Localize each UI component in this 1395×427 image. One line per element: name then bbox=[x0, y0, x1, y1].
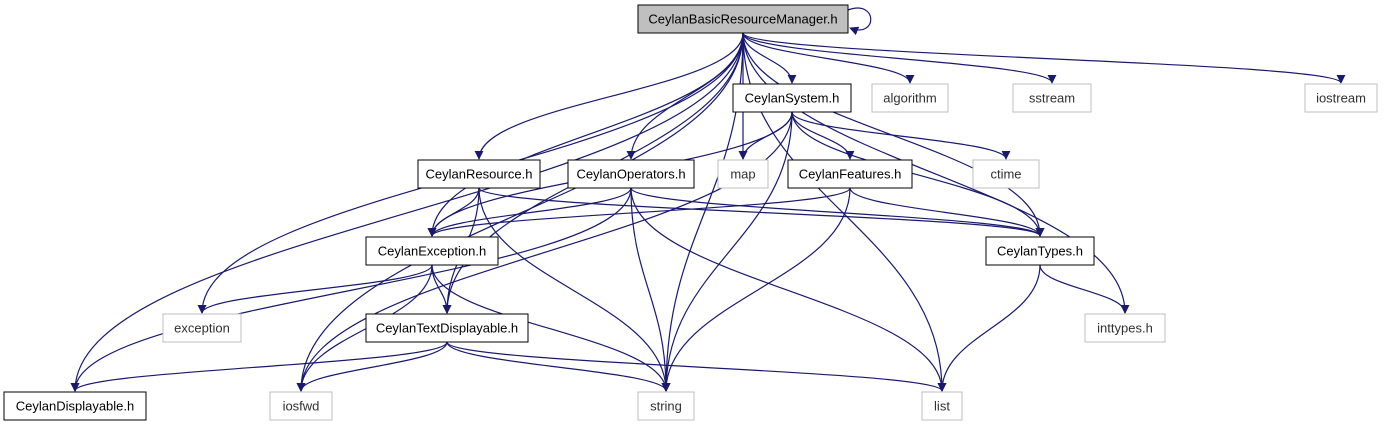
svg-text:list: list bbox=[934, 399, 950, 414]
edge-exception_h-to-exception bbox=[197, 264, 433, 314]
node-resource[interactable]: CeylanResource.h bbox=[417, 159, 541, 189]
edge-operators-to-types bbox=[630, 187, 1045, 237]
node-operators[interactable]: CeylanOperators.h bbox=[567, 159, 695, 189]
edge-system-to-features bbox=[791, 111, 855, 160]
edge-textdisplayable-to-iosfwd bbox=[296, 341, 448, 392]
svg-text:exception: exception bbox=[174, 321, 230, 336]
edge-operators-to-exception_h bbox=[427, 187, 632, 237]
svg-text:CeylanOperators.h: CeylanOperators.h bbox=[576, 167, 685, 182]
svg-text:ctime: ctime bbox=[990, 167, 1021, 182]
node-features[interactable]: CeylanFeatures.h bbox=[787, 159, 913, 189]
node-sstream: sstream bbox=[1012, 83, 1092, 113]
edge-textdisplayable-to-displayable bbox=[70, 341, 448, 392]
edge-textdisplayable-to-list bbox=[446, 341, 947, 392]
edge-exception_h-to-string bbox=[431, 264, 671, 392]
svg-text:CeylanTypes.h: CeylanTypes.h bbox=[997, 244, 1083, 259]
edge-features-to-string bbox=[661, 187, 851, 392]
edge-root-to-iosfwd bbox=[296, 32, 744, 392]
edge-features-to-exception_h bbox=[427, 187, 851, 237]
edge-root-to-inttypes bbox=[742, 32, 1130, 314]
edge-operators-to-list bbox=[630, 187, 947, 392]
node-iosfwd: iosfwd bbox=[269, 391, 333, 421]
svg-text:CeylanSystem.h: CeylanSystem.h bbox=[745, 91, 840, 106]
edge-root-to-iostream bbox=[742, 32, 1346, 84]
edge-root-to-system bbox=[742, 32, 797, 84]
edge-features-to-types bbox=[849, 187, 1045, 237]
svg-text:string: string bbox=[650, 399, 682, 414]
node-inttypes: inttypes.h bbox=[1084, 313, 1166, 343]
edge-system-to-types bbox=[791, 111, 1045, 237]
edge-root-to-exception_h bbox=[427, 32, 744, 237]
node-map: map bbox=[717, 159, 769, 189]
node-system[interactable]: CeylanSystem.h bbox=[732, 83, 852, 113]
node-iostream: iostream bbox=[1304, 83, 1378, 113]
edge-root-to-string bbox=[661, 32, 744, 392]
edge-layer bbox=[70, 7, 1346, 392]
svg-text:CeylanBasicResourceManager.h: CeylanBasicResourceManager.h bbox=[648, 12, 837, 27]
node-root[interactable]: CeylanBasicResourceManager.h bbox=[637, 4, 849, 34]
edge-root-to-algorithm bbox=[742, 32, 915, 84]
node-exception: exception bbox=[162, 313, 242, 343]
svg-text:inttypes.h: inttypes.h bbox=[1097, 321, 1153, 336]
edge-root-to-operators bbox=[626, 32, 744, 160]
edge-resource-to-string bbox=[478, 187, 671, 392]
edge-root-to-sstream bbox=[742, 32, 1057, 84]
node-exception-h[interactable]: CeylanException.h bbox=[365, 236, 499, 266]
edge-system-to-string bbox=[661, 111, 793, 392]
node-textdisplayable[interactable]: CeylanTextDisplayable.h bbox=[365, 313, 529, 343]
svg-text:map: map bbox=[730, 167, 755, 182]
node-algorithm: algorithm bbox=[871, 83, 949, 113]
edge-operators-to-string bbox=[630, 187, 671, 392]
svg-text:iosfwd: iosfwd bbox=[283, 399, 320, 414]
edge-root-to-displayable bbox=[70, 32, 744, 392]
svg-text:iostream: iostream bbox=[1316, 91, 1366, 106]
node-types[interactable]: CeylanTypes.h bbox=[985, 236, 1095, 266]
svg-text:CeylanFeatures.h: CeylanFeatures.h bbox=[799, 167, 902, 182]
svg-text:CeylanException.h: CeylanException.h bbox=[378, 244, 486, 259]
svg-text:CeylanDisplayable.h: CeylanDisplayable.h bbox=[16, 399, 135, 414]
node-displayable[interactable]: CeylanDisplayable.h bbox=[3, 391, 147, 421]
edge-textdisplayable-to-string bbox=[446, 341, 671, 392]
svg-text:sstream: sstream bbox=[1029, 91, 1075, 106]
node-layer: CeylanBasicResourceManager.h CeylanSyste… bbox=[3, 4, 1378, 421]
edge-types-to-inttypes bbox=[1039, 264, 1130, 314]
svg-text:CeylanResource.h: CeylanResource.h bbox=[426, 167, 533, 182]
svg-text:CeylanTextDisplayable.h: CeylanTextDisplayable.h bbox=[376, 321, 518, 336]
node-string: string bbox=[637, 391, 695, 421]
edge-system-to-ctime bbox=[791, 111, 1011, 160]
edge-root-to-root bbox=[847, 7, 872, 36]
node-ctime: ctime bbox=[972, 159, 1040, 189]
node-list: list bbox=[921, 391, 963, 421]
edge-types-to-list bbox=[937, 264, 1041, 392]
edge-resource-to-types bbox=[478, 187, 1045, 237]
edge-operators-to-displayable bbox=[70, 187, 632, 392]
svg-text:algorithm: algorithm bbox=[883, 91, 936, 106]
edge-root-to-resource bbox=[474, 32, 744, 160]
